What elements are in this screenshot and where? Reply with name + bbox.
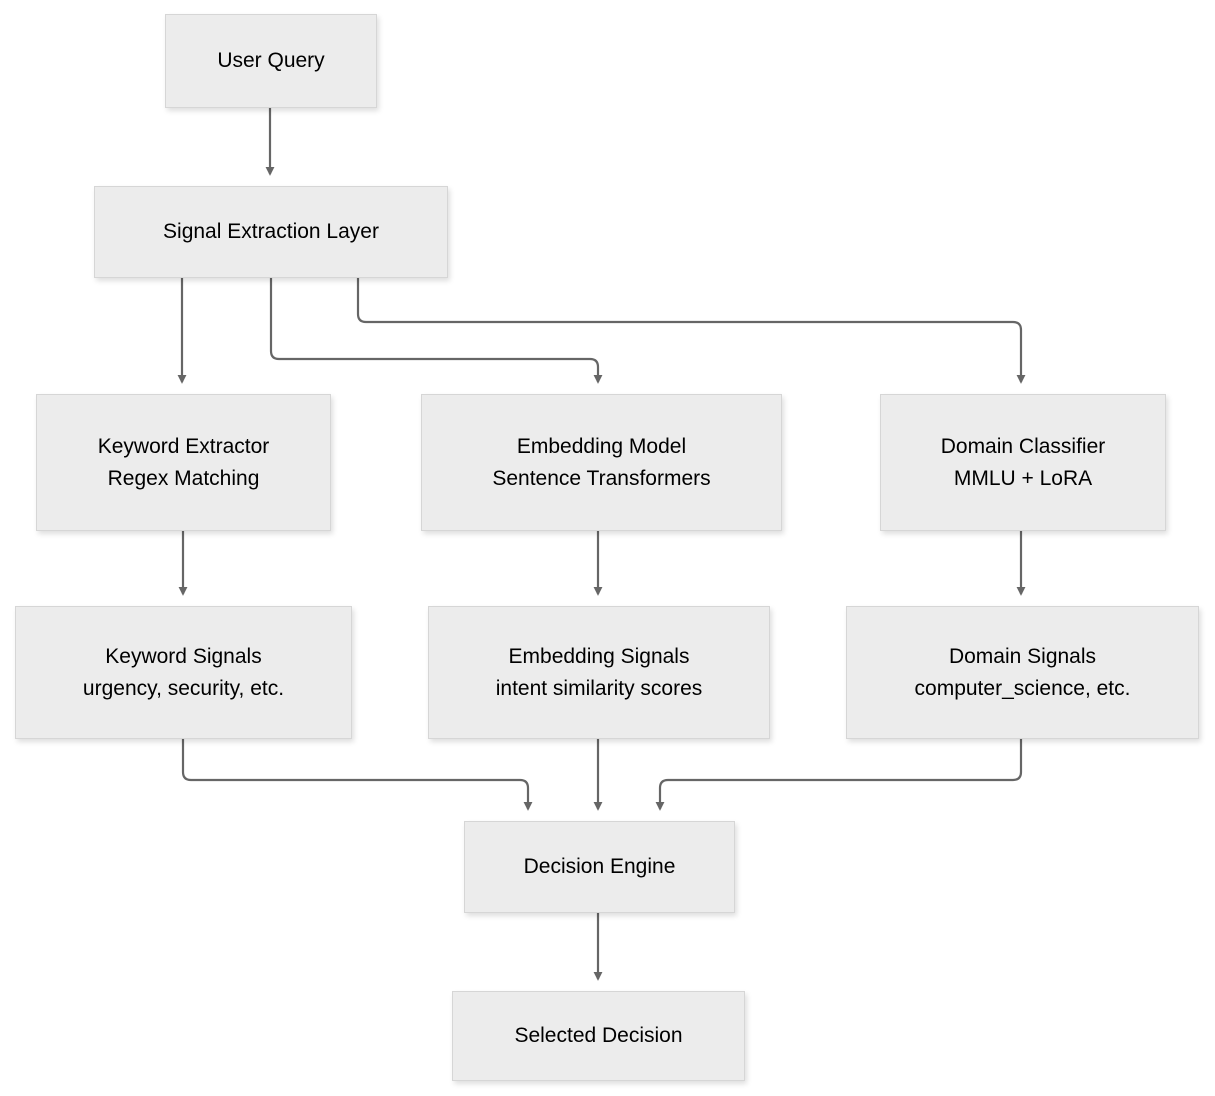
node-domain-classifier-line1: Domain Classifier [940,435,1106,459]
node-signal-extraction-layer-line1: Signal Extraction Layer [163,220,379,244]
node-keyword-extractor-line1: Keyword Extractor [97,435,270,459]
node-user-query[interactable]: User Query [165,14,377,108]
node-domain-signals[interactable]: Domain Signals computer_science, etc. [846,606,1199,739]
node-selected-decision-line1: Selected Decision [514,1024,683,1048]
node-domain-classifier[interactable]: Domain Classifier MMLU + LoRA [880,394,1166,531]
node-keyword-extractor-line2: Regex Matching [107,466,260,490]
node-keyword-signals-line2: urgency, security, etc. [82,676,285,700]
node-selected-decision[interactable]: Selected Decision [452,991,745,1081]
node-embedding-signals-line1: Embedding Signals [508,645,690,669]
node-embedding-model[interactable]: Embedding Model Sentence Transformers [421,394,782,531]
node-decision-engine[interactable]: Decision Engine [464,821,735,913]
edge-domain-signals-to-decision-engine [655,739,1023,811]
node-keyword-extractor[interactable]: Keyword Extractor Regex Matching [36,394,331,531]
node-domain-signals-line1: Domain Signals [948,645,1097,669]
edge-keyword-signals-to-decision-engine [181,739,533,811]
node-decision-engine-line1: Decision Engine [523,855,676,879]
edge-signal-extraction-to-embedding-model [269,278,603,384]
node-signal-extraction-layer[interactable]: Signal Extraction Layer [94,186,448,278]
node-embedding-model-line2: Sentence Transformers [492,466,711,490]
node-embedding-model-line1: Embedding Model [516,435,687,459]
node-embedding-signals[interactable]: Embedding Signals intent similarity scor… [428,606,770,739]
edge-signal-extraction-to-domain-classifier [356,278,1026,384]
node-keyword-signals-line1: Keyword Signals [105,645,262,669]
node-keyword-signals[interactable]: Keyword Signals urgency, security, etc. [15,606,352,739]
node-user-query-line1: User Query [217,49,325,73]
node-domain-classifier-line2: MMLU + LoRA [953,466,1093,490]
node-embedding-signals-line2: intent similarity scores [495,676,703,700]
node-domain-signals-line2: computer_science, etc. [914,676,1131,700]
